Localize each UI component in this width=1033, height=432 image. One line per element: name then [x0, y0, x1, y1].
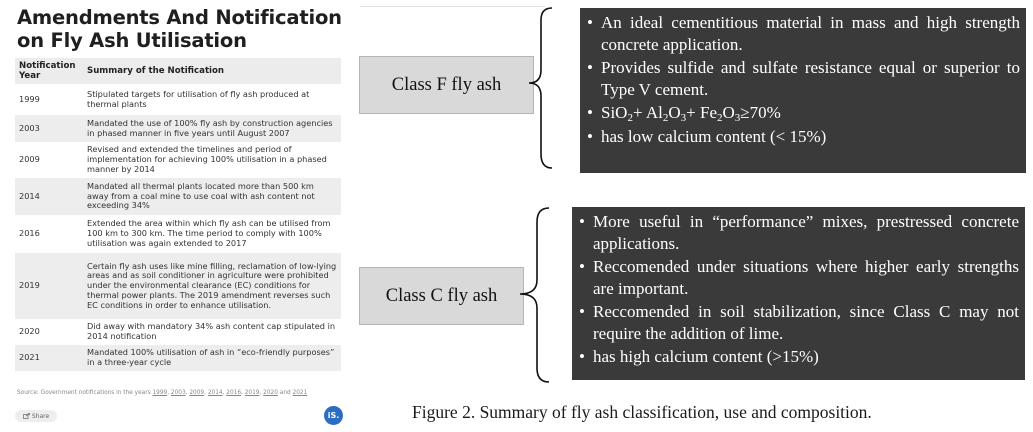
- fly-ash-infographic: Amendments And Notification on Fly Ash U…: [0, 0, 350, 432]
- source-and: and: [279, 390, 291, 396]
- table-row: 2009 Revised and extended the timelines …: [15, 142, 341, 178]
- source-link-2016[interactable]: 2016: [226, 390, 242, 396]
- class-f-bullet: Provides sulfide and sulfate resistance …: [586, 57, 1020, 100]
- row-summary: Certain fly ash uses like mine filling, …: [83, 253, 341, 319]
- table-row: 2014 Mandated all thermal plants located…: [15, 178, 341, 215]
- row-summary: Revised and extended the timelines and p…: [87, 144, 327, 174]
- source-link-2009[interactable]: 2009: [189, 390, 205, 396]
- source-link-2014[interactable]: 2014: [207, 390, 223, 396]
- source-note: Source: Government notifications in the …: [17, 390, 308, 396]
- row-summary: Stipulated targets for utilisation of fl…: [87, 88, 310, 109]
- share-label: Share: [31, 412, 50, 420]
- class-c-bullet-list: More useful in “performance” mixes, pres…: [578, 211, 1019, 368]
- infographic-title: Amendments And Notification on Fly Ash U…: [17, 6, 342, 52]
- class-f-bullet-list: An ideal cementitious material in mass a…: [586, 12, 1020, 147]
- table-row: 2003 Mandated the use of 100% fly ash by…: [15, 115, 341, 142]
- column-header-year: Notification Year: [15, 58, 83, 84]
- class-c-bullet: Reccomended in soil stabilization, since…: [578, 301, 1019, 344]
- class-f-bullet: SiO2+ Al2O3+ Fe2O3≥70%: [586, 102, 1020, 124]
- row-year: 2014: [15, 178, 83, 215]
- share-icon: [22, 413, 30, 419]
- class-f-label: Class F fly ash: [391, 74, 502, 95]
- row-summary: Mandated 100% utilisation of ash in “eco…: [83, 345, 341, 371]
- source-link-1999[interactable]: 1999: [152, 390, 168, 396]
- class-f-label-box: Class F fly ash: [359, 56, 534, 114]
- row-summary: Mandated all thermal plants located more…: [83, 178, 341, 215]
- source-link-2003[interactable]: 2003: [170, 390, 186, 396]
- row-year: 2009: [19, 154, 40, 165]
- source-link-2021[interactable]: 2021: [292, 390, 308, 396]
- class-c-bullet: More useful in “performance” mixes, pres…: [578, 211, 1019, 254]
- row-year: 2019: [15, 253, 83, 319]
- class-f-bullet: has low calcium content (< 15%): [586, 126, 1020, 148]
- class-c-bullet: Reccomended under situations where highe…: [578, 256, 1019, 299]
- publisher-logo: iS.: [324, 406, 343, 425]
- divider: [360, 6, 545, 7]
- table-row: 2016 Extended the area within which fly …: [15, 215, 341, 253]
- class-c-brace: [519, 207, 550, 383]
- row-year: 2020: [19, 326, 40, 337]
- row-summary: Did away with mandatory 34% ash content …: [87, 321, 336, 341]
- source-prefix: Source: Government notifications in the …: [17, 390, 151, 396]
- table-row: 2021 Mandated 100% utilisation of ash in…: [15, 345, 341, 371]
- share-button[interactable]: Share: [15, 410, 57, 422]
- table-header-row: Notification Year Summary of the Notific…: [15, 58, 341, 84]
- figure-caption: Figure 2. Summary of fly ash classificat…: [412, 402, 872, 422]
- notifications-table: Notification Year Summary of the Notific…: [15, 58, 341, 371]
- class-f-properties-box: An ideal cementitious material in mass a…: [580, 8, 1026, 173]
- class-c-bullet: has high calcium content (>15%): [578, 346, 1019, 368]
- row-year: 2016: [19, 228, 40, 239]
- class-c-label-box: Class C fly ash: [359, 267, 524, 325]
- table-row: 2019 Certain fly ash uses like mine fill…: [15, 253, 341, 319]
- source-link-2020[interactable]: 2020: [263, 390, 278, 396]
- class-c-label: Class C fly ash: [385, 285, 498, 306]
- row-year: 2003: [15, 115, 83, 142]
- column-header-summary: Summary of the Notification: [83, 58, 341, 84]
- class-f-bullet: An ideal cementitious material in mass a…: [586, 12, 1020, 55]
- class-f-brace: [528, 7, 553, 169]
- row-summary: Extended the area within which fly ash c…: [87, 218, 331, 248]
- row-year: 1999: [19, 93, 40, 104]
- row-summary: Mandated the use of 100% fly ash by cons…: [83, 115, 341, 142]
- row-year: 2021: [15, 345, 83, 371]
- table-row: 1999 Stipulated targets for utilisation …: [15, 84, 341, 115]
- class-c-properties-box: More useful in “performance” mixes, pres…: [572, 207, 1025, 380]
- source-link-2019[interactable]: 2019: [244, 390, 260, 396]
- table-row: 2020 Did away with mandatory 34% ash con…: [15, 319, 341, 345]
